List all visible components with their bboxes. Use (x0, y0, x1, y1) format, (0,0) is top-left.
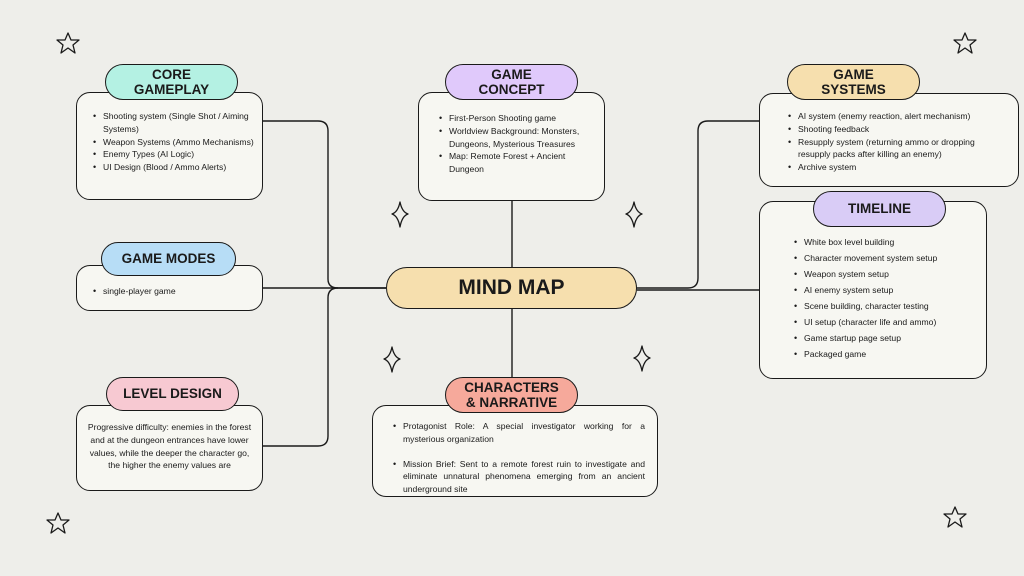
list-item: Enemy Types (AI Logic) (93, 148, 254, 161)
star-icon (943, 506, 967, 528)
game-concept-title: GAME CONCEPT (445, 64, 578, 100)
list-item: Protagonist Role: A special investigator… (393, 420, 645, 446)
core-gameplay-title: CORE GAMEPLAY (105, 64, 238, 100)
list-item: Worldview Background: Monsters, Dungeons… (439, 125, 596, 151)
list-item: AI system (enemy reaction, alert mechani… (788, 110, 1008, 123)
game-concept-list: First-Person Shooting game Worldview Bac… (435, 112, 596, 176)
characters-list: Protagonist Role: A special investigator… (389, 420, 645, 496)
sparkle-icon (383, 346, 401, 373)
sparkle-icon (633, 345, 651, 372)
list-item: UI setup (character life and ammo) (794, 316, 976, 329)
game-systems-title: GAME SYSTEMS (787, 64, 920, 100)
list-item: Weapon Systems (Ammo Mechanisms) (93, 136, 254, 149)
connector-game-systems (637, 120, 760, 289)
list-item: White box level building (794, 236, 976, 249)
connector-level-design (263, 287, 339, 447)
timeline-list: White box level building Character movem… (790, 236, 976, 361)
list-item: Character movement system setup (794, 252, 976, 265)
level-design-title: LEVEL DESIGN (106, 377, 239, 411)
list-item: UI Design (Blood / Ammo Alerts) (93, 161, 254, 174)
level-design-text: Progressive difficulty: enemies in the f… (87, 422, 252, 471)
characters-box: Protagonist Role: A special investigator… (372, 405, 658, 497)
list-item: Scene building, character testing (794, 300, 976, 313)
star-icon (46, 512, 70, 534)
list-item: Mission Brief: Sent to a remote forest r… (393, 458, 645, 496)
list-item: Packaged game (794, 348, 976, 361)
game-modes-list: single-player game (89, 285, 254, 298)
list-item: Archive system (788, 161, 1008, 174)
game-modes-title: GAME MODES (101, 242, 236, 276)
star-icon (953, 32, 977, 54)
list-item: Weapon system setup (794, 268, 976, 281)
core-gameplay-box: Shooting system (Single Shot / Aiming Sy… (76, 92, 263, 200)
game-systems-box: AI system (enemy reaction, alert mechani… (759, 93, 1019, 187)
list-item: Game startup page setup (794, 332, 976, 345)
list-item: single-player game (93, 285, 254, 298)
sparkle-icon (391, 201, 409, 228)
list-item: Map: Remote Forest + Ancient Dungeon (439, 150, 596, 176)
list-item: Shooting system (Single Shot / Aiming Sy… (93, 110, 254, 136)
star-icon (56, 32, 80, 54)
level-design-box: Progressive difficulty: enemies in the f… (76, 405, 263, 491)
timeline-box: White box level building Character movem… (759, 201, 987, 379)
list-item: Resupply system (returning ammo or dropp… (788, 136, 1008, 162)
timeline-title: TIMELINE (813, 191, 946, 227)
game-concept-box: First-Person Shooting game Worldview Bac… (418, 92, 605, 201)
center-node: MIND MAP (386, 267, 637, 309)
list-item: AI enemy system setup (794, 284, 976, 297)
list-item: First-Person Shooting game (439, 112, 596, 125)
characters-title: CHARACTERS & NARRATIVE (445, 377, 578, 413)
game-systems-list: AI system (enemy reaction, alert mechani… (784, 110, 1008, 174)
list-item: Shooting feedback (788, 123, 1008, 136)
core-gameplay-list: Shooting system (Single Shot / Aiming Sy… (89, 110, 254, 174)
connector-core-gameplay (263, 120, 386, 289)
sparkle-icon (625, 201, 643, 228)
